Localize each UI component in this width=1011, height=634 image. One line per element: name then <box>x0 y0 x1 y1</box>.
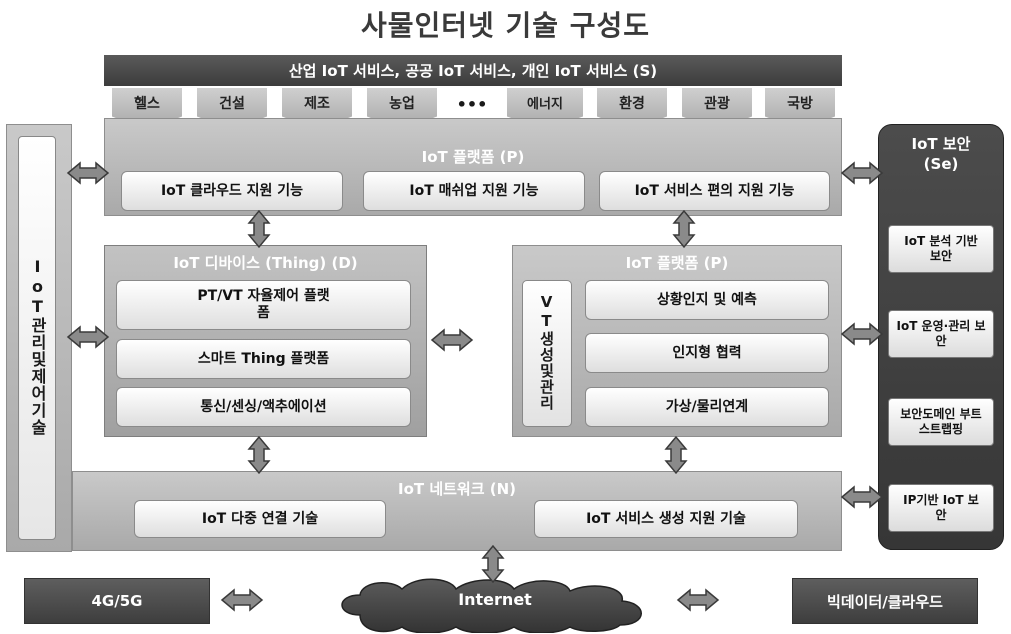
arrow-platform-device <box>248 210 270 248</box>
device-title: IoT 디바이스 (Thing) (D) <box>173 254 358 272</box>
management-label: IoT관리및제어기술 <box>28 257 47 436</box>
ip-based-security-pill: IP기반 IoT 보안 <box>888 484 994 532</box>
arrow-internet-bigdata <box>677 589 719 611</box>
bigdata-cloud-box: 빅데이터/클라우드 <box>792 578 978 624</box>
cloud-support-pill: IoT 클라우드 지원 기능 <box>121 171 343 211</box>
pt-vt-platform-pill: PT/VT 자율제어 플랫폼 <box>116 280 411 330</box>
sector-ellipsis: ••• <box>456 95 488 114</box>
internet-label: Internet <box>458 590 532 609</box>
analysis-based-security-pill: IoT 분석 기반 보안 <box>888 225 994 273</box>
arrow-device-platform <box>431 329 473 351</box>
management-label-box: IoT관리및제어기술 <box>18 136 56 540</box>
iot-services-bar: 산업 IoT 서비스, 공공 IoT 서비스, 개인 IoT 서비스 (S) <box>104 55 842 86</box>
4g-5g-box: 4G/5G <box>24 578 210 624</box>
arrow-platform-mid-security <box>841 323 883 345</box>
arrow-mid-network <box>665 436 687 474</box>
arrow-platform-mid <box>673 210 695 248</box>
virtual-physical-link-pill: 가상/물리연계 <box>585 387 829 427</box>
smart-thing-platform-pill: 스마트 Thing 플랫폼 <box>116 339 411 379</box>
arrow-mgmt-platform <box>67 162 109 184</box>
service-creation-support-pill: IoT 서비스 생성 지원 기술 <box>534 500 798 538</box>
vt-management-box: VT생성및관리 <box>522 280 572 427</box>
network-title: IoT 네트워크 (N) <box>397 480 517 498</box>
operation-management-security-pill: IoT 운영·관리 보안 <box>888 310 994 358</box>
internet-cloud <box>341 578 642 633</box>
multi-connection-pill: IoT 다중 연결 기술 <box>134 500 386 538</box>
vt-management-label: VT생성및관리 <box>537 293 556 411</box>
arrow-device-network <box>248 436 270 474</box>
domain-bootstrapping-pill: 보안도메인 부트스트랩핑 <box>888 398 994 446</box>
context-prediction-pill: 상황인지 및 예측 <box>585 280 829 320</box>
mashup-support-pill: IoT 매쉬업 지원 기능 <box>363 171 585 211</box>
platform-mid-title: IoT 플랫폼 (P) <box>625 254 729 272</box>
cognitive-cooperation-pill: 인지형 협력 <box>585 333 829 373</box>
diagram-title: 사물인터넷 기술 구성도 <box>360 9 651 42</box>
comm-sensing-actuation-pill: 통신/센싱/액추에이션 <box>116 387 411 427</box>
arrow-network-security <box>841 486 883 508</box>
security-title: IoT 보안 (Se) <box>911 135 971 173</box>
arrow-4g-internet <box>221 589 263 611</box>
arrow-platform-security <box>841 162 883 184</box>
arrow-mgmt-device <box>67 326 109 348</box>
service-convenience-pill: IoT 서비스 편의 지원 기능 <box>599 171 830 211</box>
platform-top-title: IoT 플랫폼 (P) <box>421 148 525 166</box>
